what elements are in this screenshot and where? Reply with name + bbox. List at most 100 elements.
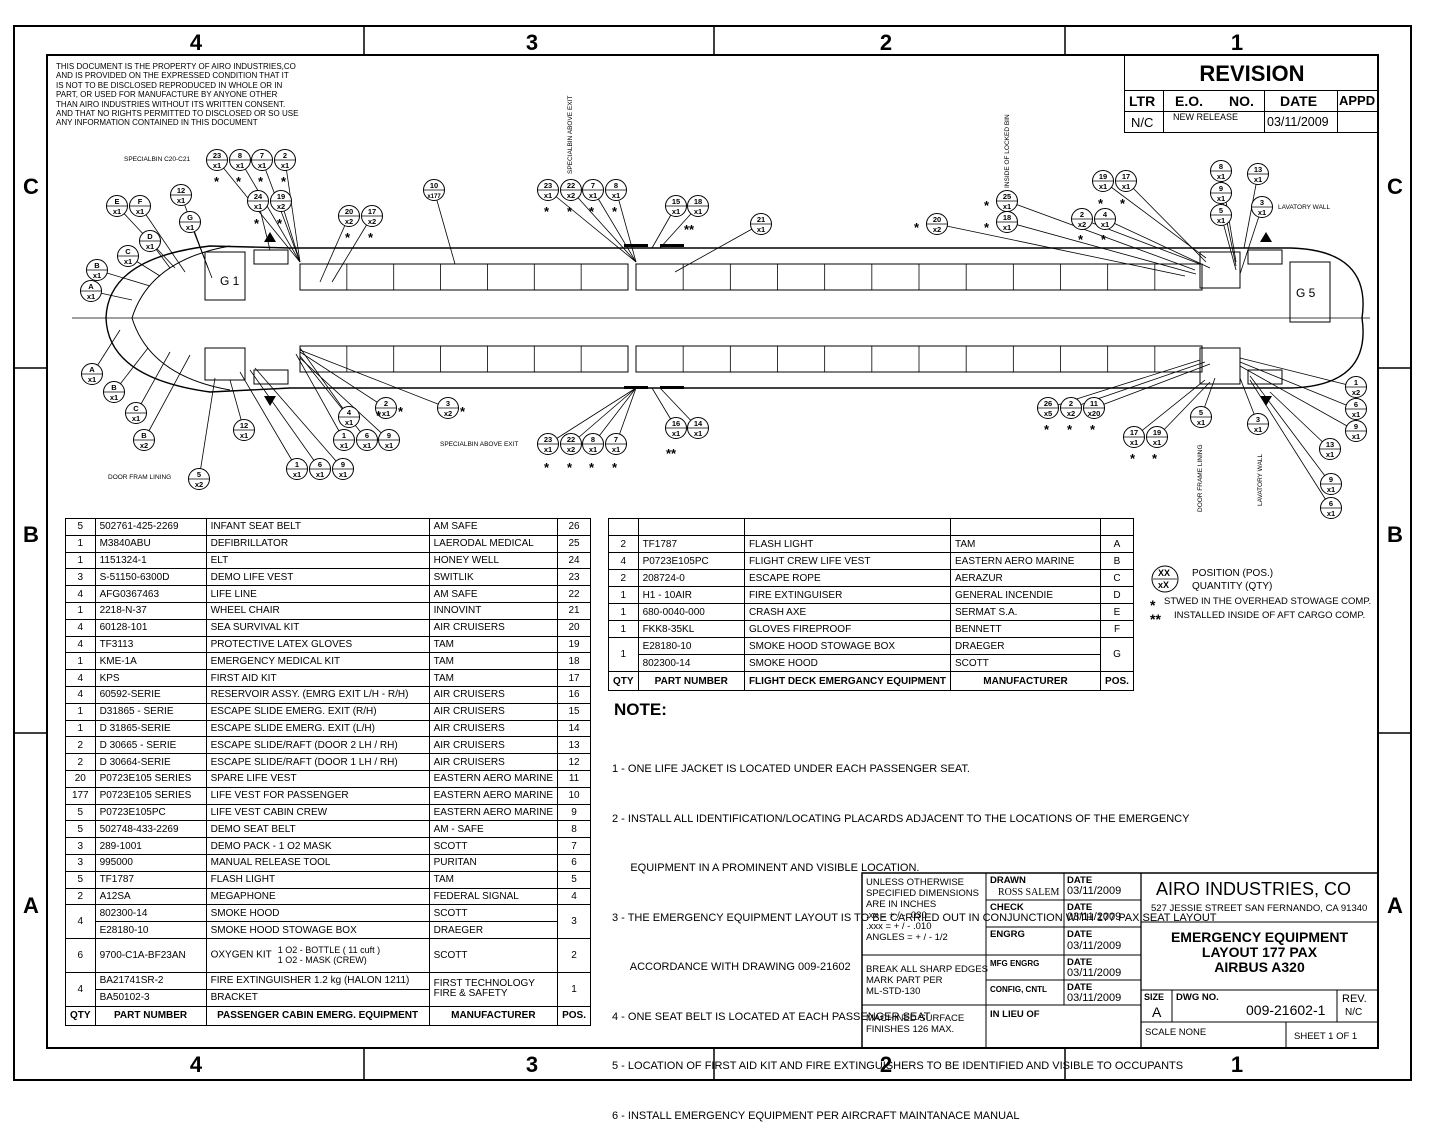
zone-col-2-bottom: 2 <box>879 1052 893 1077</box>
disclaimer-line: PART, OR USED FOR MANUFACTURE BY ANYONE … <box>56 90 278 100</box>
bubble-position: 23 <box>544 181 552 190</box>
pos-cell: 12 <box>557 753 591 771</box>
date-value: 03/11/2009 <box>1067 911 1122 923</box>
bubble-quantity: x1 <box>589 191 597 200</box>
lavatory-rear-top <box>1199 251 1241 289</box>
bubble-quantity: x1 <box>1254 425 1262 434</box>
date-label: DATE <box>1067 957 1093 968</box>
bubble-position: C <box>125 247 131 256</box>
bubble-position: 4 <box>347 408 352 417</box>
bubble-quantity: x1 <box>88 375 96 384</box>
stowage-star-marker: ** <box>684 222 695 237</box>
bubble-position: 19 <box>1153 428 1161 437</box>
bubble-quantity: x1 <box>213 161 221 170</box>
date-label: DATE <box>1067 875 1093 886</box>
bubble-position: 1 <box>342 431 346 440</box>
stowage-star-marker: * <box>376 408 382 423</box>
zone-row-c-left: C <box>23 174 39 199</box>
dwg-no-label: DWG NO. <box>1176 992 1219 1003</box>
header-pos: POS. <box>1100 671 1134 691</box>
callout-bubble: 1x1 <box>286 458 308 480</box>
galley-g1-label: G 1 <box>220 274 240 288</box>
disclaimer: THIS DOCUMENT IS THE PROPERTY OF AIRO IN… <box>56 62 298 128</box>
bubble-quantity: x1 <box>1327 509 1335 518</box>
note-line: 5 - LOCATION OF FIRST AID KIT AND FIRE E… <box>612 1060 1184 1072</box>
cabin-layout-diagram: 23x18x17x12x124x119x220x217x212x1Gx1Ex1F… <box>72 149 1370 519</box>
bubble-position: 8 <box>614 181 618 190</box>
note-line: 6 - INSTALL EMERGENCY EQUIPMENT PER AIRC… <box>612 1109 1020 1122</box>
bubble-quantity: x1 <box>757 225 765 234</box>
lavatory-front <box>204 347 246 381</box>
bubble-position: B <box>94 261 100 270</box>
bubble-position: 23 <box>213 151 221 160</box>
bubble-quantity: x1 <box>672 207 680 216</box>
bubble-position: 22 <box>567 181 575 190</box>
bubble-quantity: x1 <box>1101 220 1109 229</box>
stowage-star-marker: * <box>460 404 466 419</box>
stowage-star-marker: * <box>914 220 920 235</box>
bubble-position: 24 <box>254 192 263 201</box>
callout-bubble: 6x1 <box>1345 398 1367 420</box>
bubble-position: 17 <box>368 207 376 216</box>
bubble-position: 9 <box>1329 475 1333 484</box>
bubble-quantity: x5 <box>1044 409 1052 418</box>
callout-bubble: Cx1 <box>117 245 139 267</box>
bubble-quantity: x2 <box>933 225 941 234</box>
size-value: A <box>1152 1004 1162 1020</box>
bubble-position: 1 <box>1354 378 1358 387</box>
stowage-star-marker: * <box>984 198 990 213</box>
manufacturer-cell: EASTERN AERO MARINE <box>428 786 559 805</box>
callout-bubble: Ax1 <box>81 363 103 385</box>
callout-bubble: Fx1 <box>129 195 151 217</box>
in-lieu-label: IN LIEU OF <box>990 1009 1040 1020</box>
bubble-quantity: x2 <box>277 202 285 211</box>
disclaimer-line: THIS DOCUMENT IS THE PROPERTY OF AIRO IN… <box>56 62 296 71</box>
disclaimer-line: IS NOT TO BE DISCLOSED REPRODUCED IN WHO… <box>56 80 283 90</box>
bubble-quantity: x1 <box>612 445 620 454</box>
bubble-position: 6 <box>318 460 322 469</box>
bubble-position: B <box>141 431 147 440</box>
stowage-star-marker: ** <box>666 446 677 461</box>
bubble-quantity: x1 <box>293 470 301 479</box>
bubble-position: F <box>138 197 143 206</box>
stowage-star-marker: * <box>345 230 351 245</box>
company-address: 527 JESSIE STREET SAN FERNANDO, CA 91340 <box>1151 903 1368 914</box>
tolerance-line: .xxx = + / - .010 <box>866 921 932 932</box>
finish-line: MACHINED SURFACE <box>866 1013 965 1024</box>
bubble-quantity: x2 <box>140 441 148 450</box>
bubble-position: 7 <box>614 435 618 444</box>
bubble-position: 14 <box>694 419 703 428</box>
callout-bubble: 6x1 <box>309 458 331 480</box>
callout-bubble: 5x2 <box>188 468 210 490</box>
bubble-position: 5 <box>1199 408 1203 417</box>
title-block-lines <box>861 872 1379 1049</box>
bubble-quantity: x1 <box>1326 450 1334 459</box>
title-line: EMERGENCY EQUIPMENT <box>1170 929 1349 945</box>
bubble-position: 2 <box>1080 210 1084 219</box>
break-edges-line: ML-STD-130 <box>866 986 921 997</box>
rev-header-no: NO. <box>1229 93 1254 109</box>
callout-bubble: 6x1 <box>356 429 378 451</box>
zone-col-3-top: 3 <box>525 30 539 55</box>
table-row: 4 802300-14 SMOKE HOOD SCOTT 3 <box>65 904 591 939</box>
fuselage-outline <box>105 245 1364 393</box>
callout-bubble: 5x1 <box>1190 406 1212 428</box>
bubble-quantity: x1 <box>132 414 140 423</box>
bubble-position: 6 <box>1329 499 1333 508</box>
revision-block: REVISION LTR E.O. NO. DATE APPD N/C NEW … <box>1124 55 1379 133</box>
pos-cell: 2 <box>557 937 591 973</box>
bubble-quantity: x1 <box>113 207 121 216</box>
rev-eo: NEW RELEASE <box>1173 112 1239 122</box>
stowage-star-marker: * <box>368 230 374 245</box>
